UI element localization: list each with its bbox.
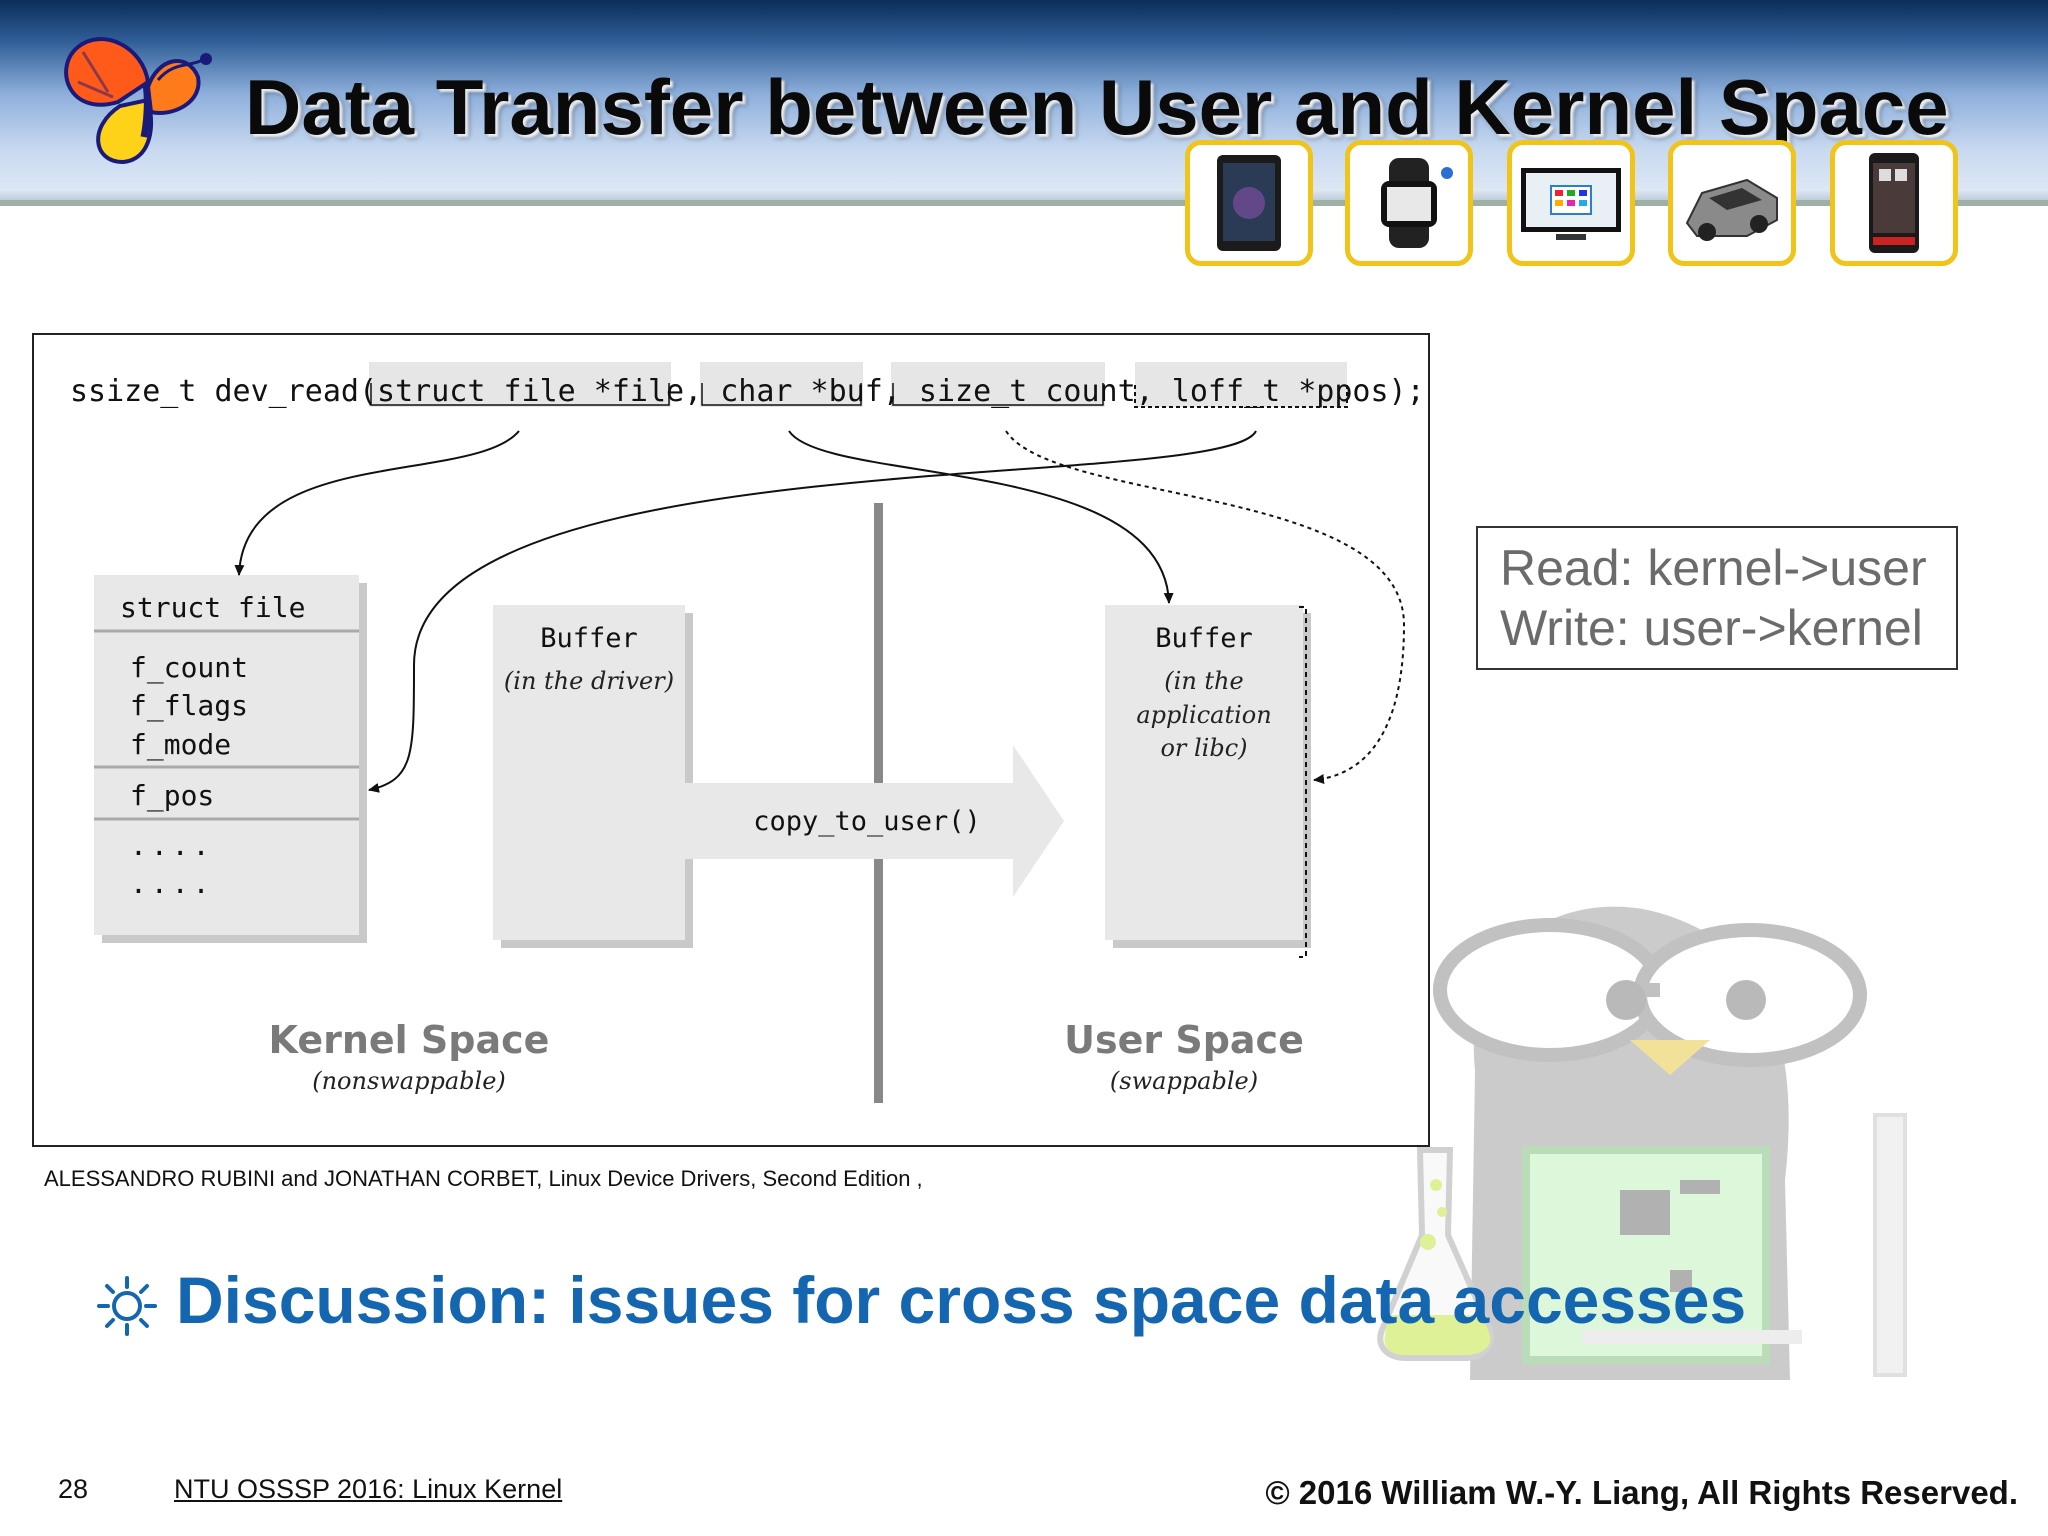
discussion-bullet: Discussion: issues for cross space data … (96, 1262, 1746, 1338)
car-icon (1677, 158, 1787, 248)
param-file: struct file *file, (377, 374, 702, 409)
device-tile-tv (1507, 140, 1635, 266)
user-buffer-subtitle-2: application (1136, 701, 1271, 729)
device-tile-phone (1830, 140, 1958, 266)
user-buffer-box (1105, 605, 1303, 940)
device-tile-car (1668, 140, 1796, 266)
write-direction-text: Write: user->kernel (1500, 598, 1956, 658)
user-buffer-title: Buffer (1155, 623, 1253, 654)
page-number: 28 (58, 1474, 88, 1505)
user-buffer-subtitle-1: (in the (1164, 667, 1243, 695)
driver-buffer-title: Buffer (540, 623, 638, 654)
signature-suffix: ); (1389, 374, 1425, 409)
kernel-space-sublabel: (nonswappable) (312, 1067, 506, 1095)
driver-buffer-box (493, 605, 685, 940)
param-ppos: loff_t *ppos (1172, 374, 1389, 409)
svg-text:ssize_t dev_read(struct file *: ssize_t dev_read(struct file *file, char… (70, 374, 1425, 409)
read-direction-text: Read: kernel->user (1500, 538, 1956, 598)
device-tile-tablet (1185, 140, 1313, 266)
copyright-notice: © 2016 William W.-Y. Liang, All Rights R… (1265, 1474, 2018, 1512)
slide-title: Data Transfer between User and Kernel Sp… (245, 62, 1949, 152)
read-write-note: Read: kernel->user Write: user->kernel (1476, 526, 1958, 670)
user-buffer-subtitle-3: or libc) (1160, 734, 1247, 762)
signature-prefix: ssize_t dev_read( (70, 374, 377, 409)
phone-icon (1859, 151, 1929, 256)
butterfly-logo-icon (48, 22, 223, 177)
device-tile-smartwatch (1345, 140, 1473, 266)
driver-buffer-subtitle: (in the driver) (504, 667, 674, 695)
smartwatch-icon (1359, 153, 1459, 253)
field-f-pos: f_pos (130, 779, 214, 813)
course-link[interactable]: NTU OSSSP 2016: Linux Kernel (174, 1474, 562, 1505)
field-ellipsis-2: .... (130, 867, 213, 900)
user-space-sublabel: (swappable) (1110, 1067, 1258, 1095)
kernel-space-label: Kernel Space (269, 1018, 550, 1062)
tv-icon (1516, 158, 1626, 248)
copy-to-user-label: copy_to_user() (753, 806, 981, 837)
sun-bullet-icon (96, 1275, 158, 1337)
user-space-label: User Space (1064, 1018, 1304, 1062)
param-count: size_t count, (919, 374, 1154, 409)
field-f-count: f_count (130, 651, 248, 685)
diagram-frame: ssize_t dev_read(struct file *file, char… (32, 333, 1430, 1147)
kernel-user-transfer-diagram: ssize_t dev_read(struct file *file, char… (34, 335, 1428, 1145)
field-f-flags: f_flags (130, 689, 248, 723)
file-to-struct-arrow (239, 431, 519, 575)
tablet-icon (1209, 153, 1289, 253)
field-ellipsis-1: .... (130, 829, 213, 862)
field-f-mode: f_mode (130, 728, 231, 762)
struct-file-title: struct file (120, 591, 305, 624)
param-buf: char *buf, (720, 374, 901, 409)
buf-to-user-buffer-arrow (789, 431, 1169, 603)
discussion-text: Discussion: issues for cross space data … (176, 1263, 1746, 1337)
figure-citation: ALESSANDRO RUBINI and JONATHAN CORBET, L… (44, 1166, 923, 1192)
